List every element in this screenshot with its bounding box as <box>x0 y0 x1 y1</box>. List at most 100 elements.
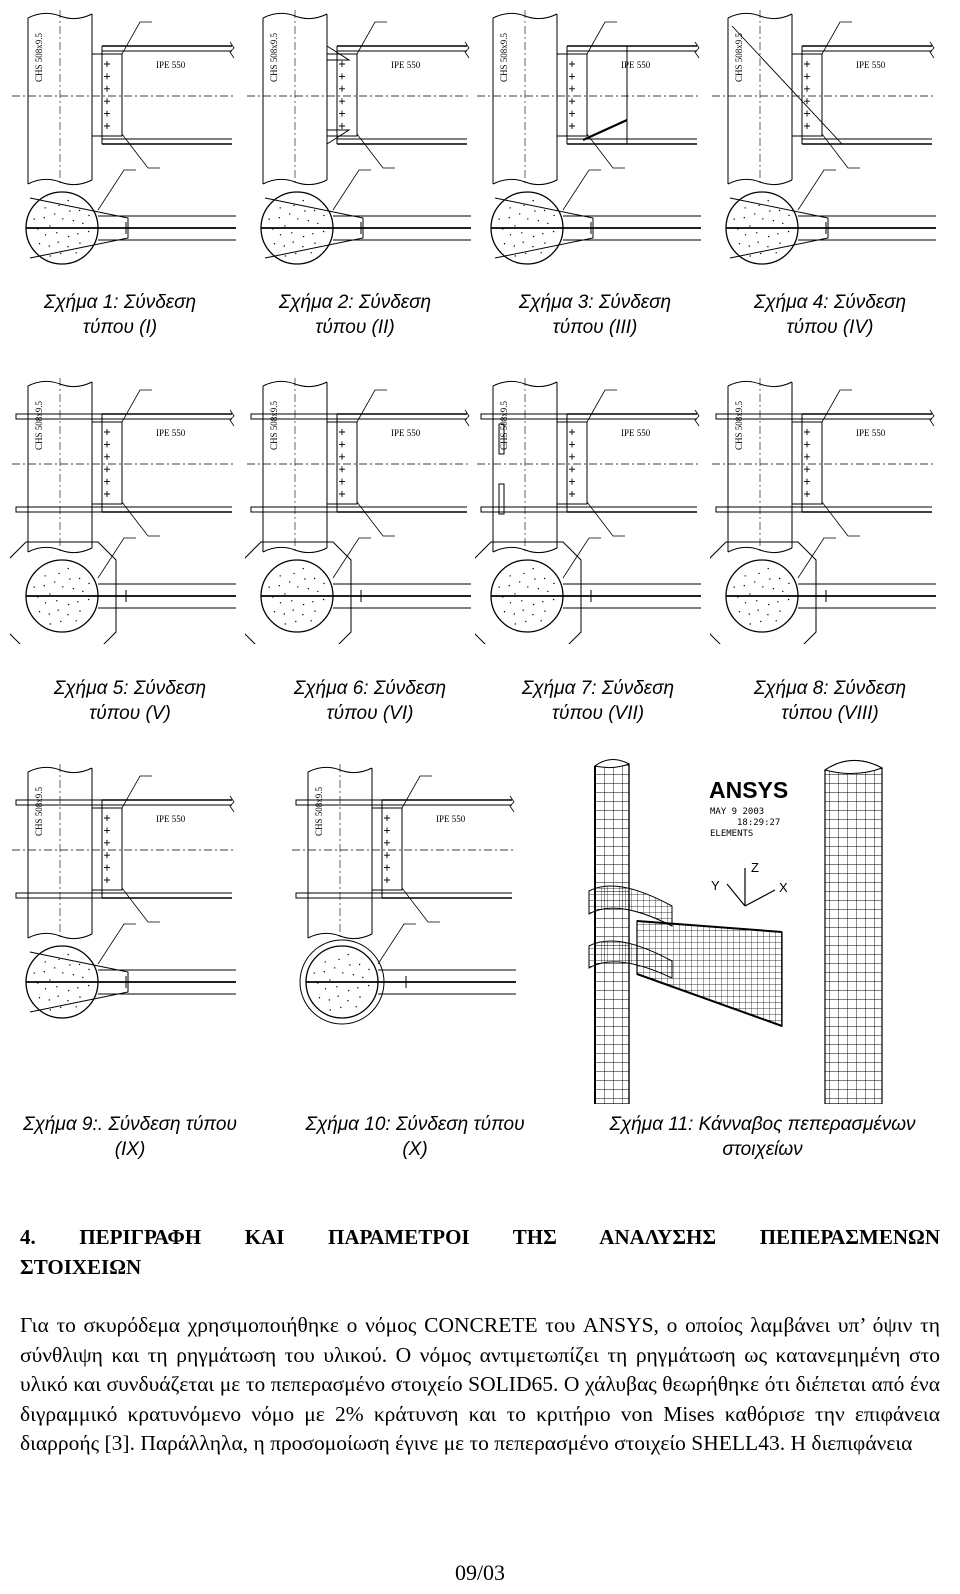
ring-plate <box>715 413 803 420</box>
concrete-dot <box>312 233 314 235</box>
concrete-dot <box>293 204 295 207</box>
concrete-dot <box>314 610 316 612</box>
weld-leader <box>586 389 617 423</box>
concrete-dot <box>75 1006 77 1008</box>
bolt <box>104 61 110 67</box>
concrete-dot <box>762 218 764 220</box>
stiffener <box>326 45 351 61</box>
figure-8-caption: Σχήμα 8: Σύνδεση τύπου (VIII) <box>710 676 950 726</box>
concrete-dot <box>67 246 69 248</box>
break-mark <box>229 409 235 427</box>
bolt <box>339 85 345 92</box>
concrete-dot <box>44 234 47 236</box>
concrete-dot <box>521 600 523 602</box>
ring-plate <box>15 506 103 513</box>
concrete-dot <box>514 593 516 595</box>
concrete-dot <box>767 199 769 202</box>
concrete-dot <box>527 218 529 220</box>
concrete-dot <box>513 613 515 615</box>
concrete-dot <box>297 218 299 220</box>
concrete-dot <box>279 602 282 604</box>
figure-11-caption: Σχήμα 11: Κάνναβος πεπερασμένων στοιχείω… <box>585 1112 940 1162</box>
bolt <box>339 73 345 80</box>
concrete-dot <box>367 984 370 987</box>
concrete-dot <box>324 988 327 990</box>
concrete-dot <box>514 255 516 257</box>
bolt <box>339 61 345 67</box>
break-mark <box>929 409 935 427</box>
concrete-dot <box>56 986 58 988</box>
bolt <box>804 441 810 448</box>
break-mark <box>929 41 935 59</box>
concrete-dot <box>508 585 510 587</box>
caption-line: τύπου (VII) <box>551 703 645 724</box>
concrete-dot <box>38 243 41 245</box>
brace <box>582 118 628 142</box>
caption-line: τύπου (III) <box>552 317 638 338</box>
bolt <box>339 110 345 117</box>
ring-plate <box>15 892 103 899</box>
concrete-dot <box>540 252 542 254</box>
concrete-dot <box>295 252 297 255</box>
concrete-dot <box>757 609 759 611</box>
beam-label: IPE 550 <box>621 428 651 438</box>
break-mark <box>509 795 515 813</box>
caption-line: Σχήμα 3: Σύνδεση <box>518 292 672 313</box>
concrete-dot <box>60 620 62 623</box>
break-mark <box>694 409 700 427</box>
concrete-dot <box>552 230 555 233</box>
caption-line: Σχήμα 8: Σύνδεση <box>753 678 907 699</box>
concrete-dot <box>284 593 286 595</box>
concrete-dot <box>547 222 549 225</box>
page-number: 09/03 <box>454 1560 506 1585</box>
concrete-dot <box>757 241 759 243</box>
concrete-dot <box>552 598 555 601</box>
concrete-dot <box>33 586 35 588</box>
beam-label: IPE 550 <box>391 428 421 438</box>
concrete-dot <box>78 963 81 966</box>
concrete-dot <box>75 620 77 622</box>
concrete-dot <box>749 623 751 625</box>
weld-leader <box>97 923 136 965</box>
figure-3-caption: Σχήμα 3: Σύνδεση τύπου (III) <box>480 290 710 340</box>
concrete-dot <box>338 958 340 961</box>
concrete-dot <box>268 586 270 588</box>
concrete-dot <box>279 575 281 577</box>
bolt <box>104 85 110 92</box>
concrete-dot <box>78 577 81 580</box>
concrete-dot <box>357 987 359 989</box>
concrete-dot <box>79 610 81 612</box>
caption-line: τύπου (II) <box>315 317 395 338</box>
concrete-dot <box>733 218 735 220</box>
weld-leader <box>377 923 416 965</box>
caption-line: Σχήμα 9:. Σύνδεση τύπου <box>23 1114 237 1135</box>
ansys-mode: ELEMENTS <box>710 829 753 839</box>
weld-leader <box>121 501 160 537</box>
concrete-dot <box>503 611 506 613</box>
concrete-dot <box>748 613 750 615</box>
concrete-dot <box>313 209 316 212</box>
concrete-dot <box>748 245 750 247</box>
concrete-dot <box>543 209 546 212</box>
concrete-dot <box>57 609 59 611</box>
concrete-dot <box>44 988 47 990</box>
concrete-dot <box>69 964 71 966</box>
beam-label: IPE 550 <box>156 60 186 70</box>
concrete-dot <box>509 234 512 236</box>
concrete-dot <box>292 241 294 243</box>
beam-label: IPE 550 <box>621 60 651 70</box>
concrete-dot <box>33 218 35 220</box>
concrete-dot <box>328 999 330 1001</box>
fin-plate <box>326 53 358 137</box>
concrete-dot <box>758 204 760 207</box>
bolt <box>104 864 110 871</box>
column-label: CHS 508x9.5 <box>269 400 279 450</box>
bolt <box>569 110 575 117</box>
concrete-dot <box>359 996 361 998</box>
concrete-dot <box>82 976 84 979</box>
concrete-dot <box>57 995 59 997</box>
concrete-dot <box>88 582 90 585</box>
concrete-dot <box>743 585 745 587</box>
concrete-dot <box>329 979 331 981</box>
